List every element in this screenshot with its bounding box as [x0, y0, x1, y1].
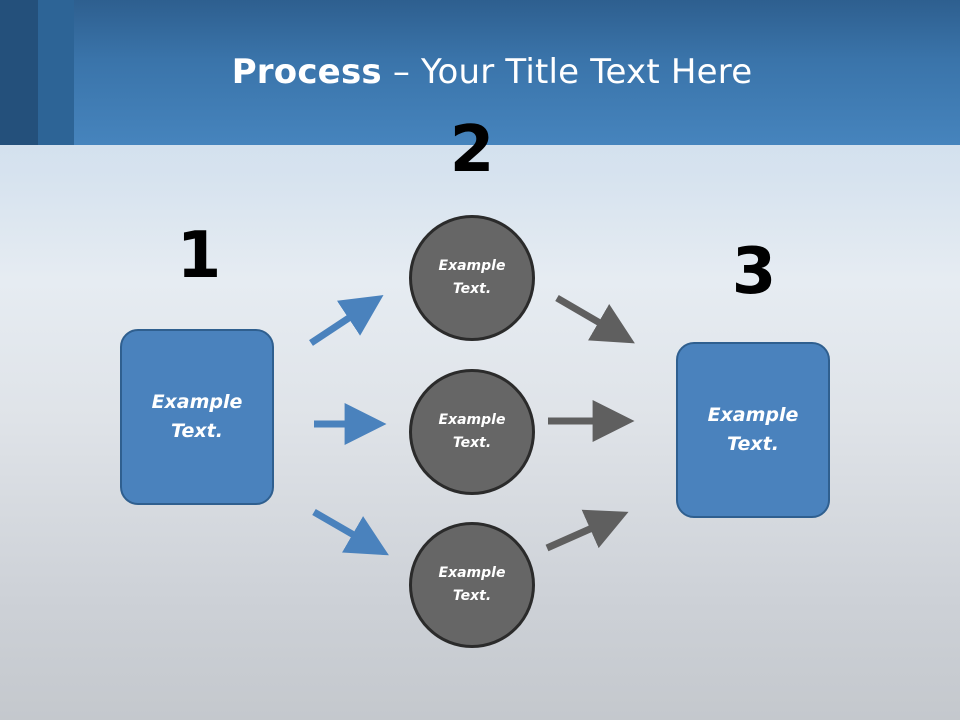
step-1-text: Example Text.	[151, 391, 243, 442]
step-3-box: Example Text.	[676, 342, 830, 518]
header-accent-strip	[38, 0, 74, 145]
title-bold-part: Process	[231, 52, 382, 92]
step-number-2: 2	[449, 113, 495, 187]
step-2-circle-top: Example Text.	[409, 215, 535, 341]
header-accent-strip	[0, 0, 38, 145]
step-number-3: 3	[731, 235, 777, 309]
slide-title: Process – Your Title Text Here	[0, 52, 960, 92]
arrow-down-right	[312, 508, 389, 556]
step-2-circle-bottom: Example Text.	[409, 522, 535, 648]
step-2-circle-middle: Example Text.	[409, 369, 535, 495]
arrow-up-right	[309, 295, 384, 346]
arrow-up-right	[545, 509, 629, 552]
title-rest-part: – Your Title Text Here	[381, 52, 753, 92]
step-3-text: Example Text.	[707, 404, 799, 455]
step-number-1: 1	[176, 219, 222, 293]
circle-text: Example Text.	[438, 258, 506, 297]
step-1-box: Example Text.	[120, 329, 274, 505]
circle-text: Example Text.	[438, 565, 506, 604]
circle-text: Example Text.	[438, 412, 506, 451]
header-bar	[0, 0, 960, 145]
arrow-down-right	[555, 294, 635, 344]
